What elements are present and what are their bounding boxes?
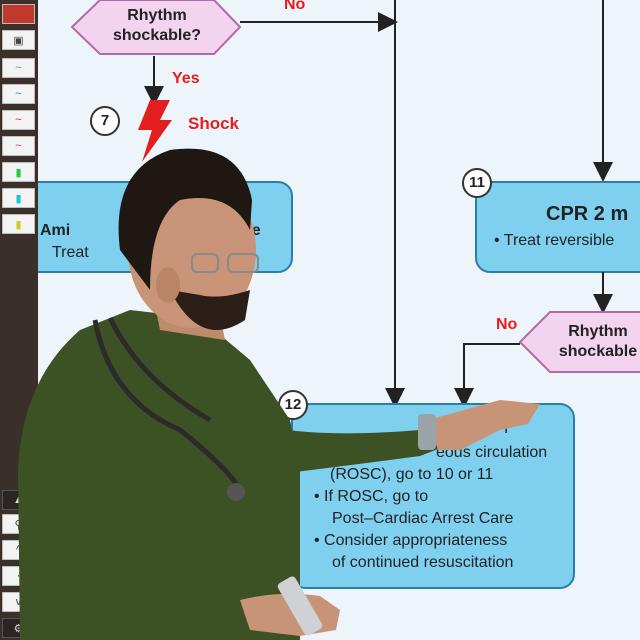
presenter-beard <box>170 290 250 330</box>
pen-icon[interactable]: ~ <box>2 58 35 78</box>
box-12-line2: eous circulation <box>436 444 548 461</box>
pen-icon[interactable]: ~ <box>2 110 35 130</box>
box-12-line4: • If ROSC, go to <box>314 488 429 505</box>
box-12-line6: • Consider appropriateness <box>314 532 508 549</box>
decision-top-line2: shockable? <box>112 27 202 44</box>
decision-right-line1: Rhythm <box>568 323 628 340</box>
box-11-title: CPR 2 m <box>546 203 629 225</box>
highlighter-icon[interactable]: ▮ <box>2 188 35 208</box>
shock-label: Shock <box>188 114 240 133</box>
box-11-bullet: • Treat reversible <box>494 232 615 249</box>
step-11-badge: 11 <box>462 168 492 198</box>
wrist-watch <box>418 414 436 450</box>
save-icon[interactable]: ▣ <box>2 30 35 50</box>
box-12-line7: of continued resuscitation <box>332 554 514 571</box>
decision-right-text: Rhythm shockable <box>548 322 640 362</box>
decision-top-text: Rhythm shockable? <box>100 6 214 46</box>
yes-label: Yes <box>172 70 200 87</box>
pen-icon[interactable]: ~ <box>2 136 35 156</box>
presenter-hair <box>118 148 252 290</box>
presenter-shirt <box>18 310 300 640</box>
stethoscope <box>92 316 243 492</box>
close-button[interactable] <box>2 4 35 24</box>
highlighter-icon[interactable]: ▮ <box>2 162 35 182</box>
highlighter-icon[interactable]: ▮ <box>2 214 35 234</box>
phone <box>277 576 323 636</box>
decision-right-line2: shockable <box>558 343 638 360</box>
decision-top-line1: Rhythm <box>127 7 187 24</box>
no-label-top: No <box>284 0 306 13</box>
box-8-line2: Treat <box>52 244 89 261</box>
shock-bolt-icon <box>138 100 172 162</box>
no-label-right: No <box>496 316 518 333</box>
box-8-line1: Ami <box>40 222 71 239</box>
box-12-line3: (ROSC), go to 10 or 11 <box>330 466 494 483</box>
pen-icon[interactable]: ~ <box>2 84 35 104</box>
step-7-badge: 7 <box>90 106 120 136</box>
box-12-line5: Post–Cardiac Arrest Care <box>332 510 514 527</box>
decision-top-shape <box>70 0 242 55</box>
box-11 <box>475 181 640 273</box>
glasses <box>191 253 219 273</box>
presenter-arm <box>240 418 446 476</box>
decision-right-shape <box>518 311 640 373</box>
